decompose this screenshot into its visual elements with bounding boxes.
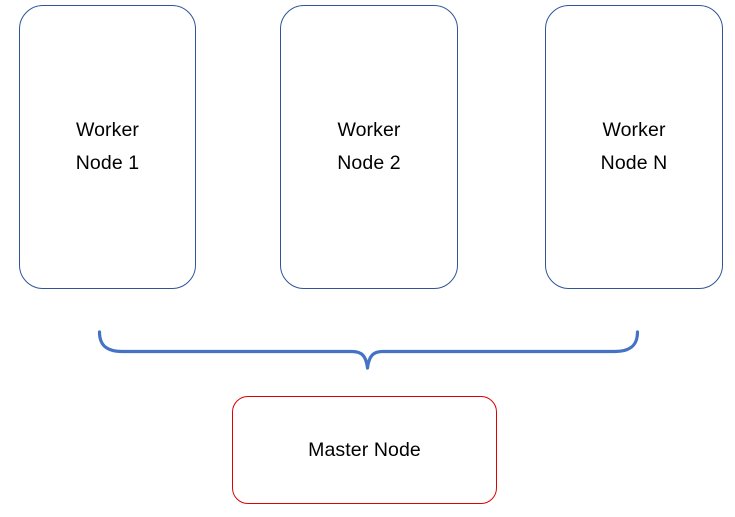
- worker-node-2-label: Worker Node 2: [337, 119, 401, 174]
- master-node-label: Master Node: [308, 439, 421, 461]
- worker-node-n-label: Worker Node N: [600, 119, 668, 174]
- worker-node-2-box[interactable]: Worker Node 2: [280, 5, 458, 289]
- worker-node-n-box[interactable]: Worker Node N: [545, 5, 723, 289]
- master-node-box[interactable]: Master Node: [232, 396, 497, 504]
- worker-node-1-box[interactable]: Worker Node 1: [19, 5, 196, 289]
- worker-node-1-label: Worker Node 1: [75, 119, 140, 174]
- brace-stroke: [97, 330, 640, 370]
